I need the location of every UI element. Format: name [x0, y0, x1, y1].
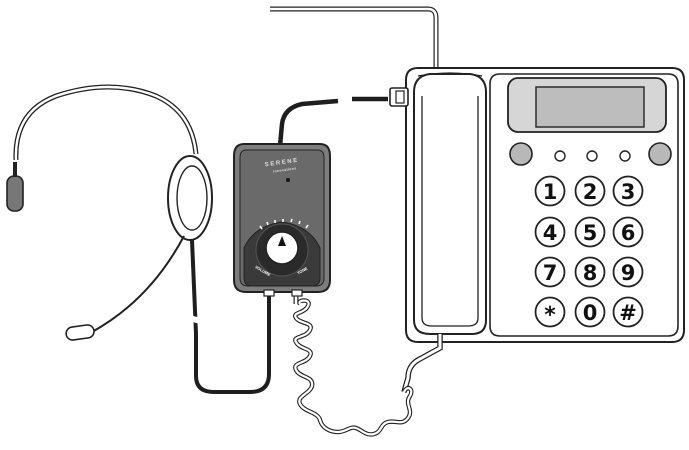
key-hash-label: # [619, 301, 637, 325]
key-3-label: 3 [621, 180, 636, 204]
key-0-label: 0 [583, 301, 598, 325]
handset [390, 73, 486, 334]
headband [16, 87, 196, 160]
function-button-right[interactable] [649, 143, 671, 165]
key-9-label: 9 [621, 261, 636, 285]
indicator-light [286, 178, 290, 182]
function-button-left[interactable] [510, 143, 532, 165]
key-8-label: 8 [583, 261, 598, 285]
headset [7, 87, 212, 341]
key-star-label: * [544, 303, 556, 328]
headset-amplifier: SERENE innovations VOLUME TONE [234, 144, 330, 296]
microphone-boom [92, 236, 184, 332]
key-2-label: 2 [583, 180, 598, 204]
line-cord [270, 9, 436, 72]
key-6-label: 6 [621, 221, 636, 245]
small-button-3[interactable] [620, 151, 630, 161]
key-7-label: 7 [543, 261, 558, 285]
key-4-label: 4 [543, 221, 558, 245]
headband-pad [7, 176, 23, 211]
microphone [65, 324, 95, 341]
key-1-label: 1 [543, 180, 558, 204]
small-button-1[interactable] [555, 151, 565, 161]
key-5-label: 5 [583, 221, 598, 245]
small-button-2[interactable] [587, 151, 597, 161]
